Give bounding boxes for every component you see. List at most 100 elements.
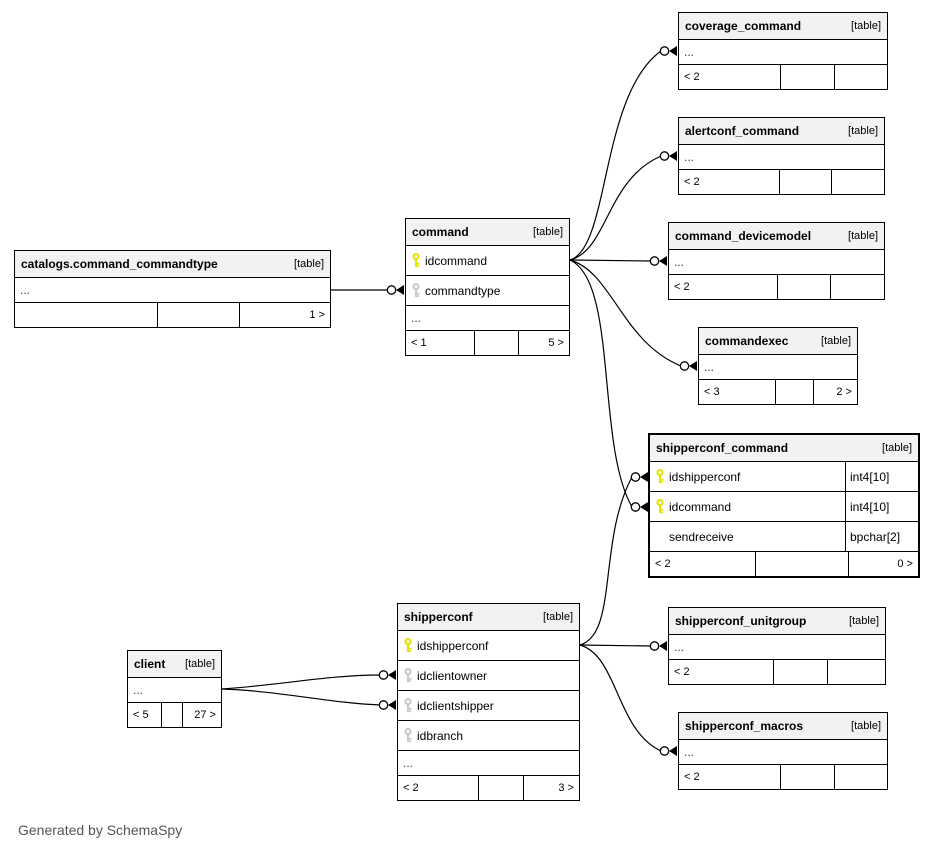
- table-footer: < 2: [669, 275, 884, 299]
- footer-children-count: [826, 660, 885, 684]
- ellipsis-label: ...: [684, 745, 695, 759]
- primary-key-icon: [656, 469, 664, 484]
- zero-or-more-circle: [386, 285, 397, 295]
- relationship-wire: [569, 259, 652, 262]
- column-row-idcommand: idcommand: [406, 246, 569, 276]
- table-header[interactable]: shipperconf [table]: [398, 604, 579, 631]
- fk-arrowhead: [396, 285, 404, 295]
- footer-spacer-cell: [772, 660, 827, 684]
- table-name: coverage_command: [685, 19, 802, 33]
- table-header[interactable]: command_devicemodel [table]: [669, 223, 884, 250]
- footer-parents-count: < 5: [133, 709, 149, 721]
- table-command_devicemodel[interactable]: command_devicemodel[table]...< 2: [668, 222, 885, 300]
- table-header[interactable]: commandexec[table]: [699, 328, 857, 355]
- table-shipperconf_macros[interactable]: shipperconf_macros[table]... < 2: [678, 712, 888, 790]
- foreign-key-icon: [404, 728, 412, 743]
- footer-spacer-cell: [780, 65, 833, 89]
- footer-parents-count: < 2: [403, 782, 419, 794]
- ellipsis-row: ...: [398, 751, 579, 776]
- column-row-idclientshipper: idclientshipper: [398, 691, 579, 721]
- relationship-wire: [579, 644, 662, 752]
- footer-parents-count: < 2: [684, 176, 700, 188]
- column-name: idcommand: [669, 499, 732, 514]
- footer-parents-count: < 2: [655, 558, 671, 570]
- footer-children-count: 3 >: [522, 776, 579, 800]
- fk-arrowhead: [659, 256, 667, 266]
- table-type-tag: [table]: [882, 442, 912, 454]
- footer-parents-count: < 2: [674, 666, 690, 678]
- table-shipperconf[interactable]: shipperconf [table] idshipperconf idcliento…: [397, 603, 580, 801]
- fk-arrowhead: [388, 670, 396, 680]
- footer-children-count: 5 >: [518, 331, 569, 355]
- footer-spacer-cell: [160, 703, 182, 727]
- table-name: shipperconf_command: [656, 441, 789, 455]
- primary-key-icon: [404, 638, 412, 653]
- footer-parents-count: < 2: [684, 771, 700, 783]
- relationship-wire: [579, 644, 652, 647]
- table-name: shipperconf: [404, 610, 473, 624]
- footer-children-count: 2 >: [812, 380, 857, 404]
- table-shipperconf_unitgroup[interactable]: shipperconf_unitgroup[table]... < 2: [668, 607, 886, 685]
- relationship-wire: [569, 50, 662, 261]
- column-name: commandtype: [425, 283, 501, 298]
- relationship-wire: [569, 155, 662, 261]
- column-row-idshipperconf: idshipperconf: [398, 631, 579, 661]
- key-icon-slot: [403, 728, 417, 743]
- table-header[interactable]: client[table]: [128, 651, 221, 678]
- zero-or-more-circle: [630, 502, 641, 512]
- table-header[interactable]: command[table]: [406, 219, 569, 246]
- footer-children-count: 27 >: [181, 703, 221, 727]
- ellipsis-label: ...: [133, 683, 144, 697]
- table-coverage_command[interactable]: coverage_command[table]...< 2: [678, 12, 888, 90]
- key-icon-slot: [411, 283, 425, 298]
- key-icon-slot: [655, 499, 669, 514]
- table-catalogs_command_commandtype[interactable]: catalogs.command_commandtype[table]...1 …: [14, 250, 331, 328]
- table-name: command_devicemodel: [675, 229, 812, 243]
- table-name: commandexec: [705, 334, 789, 348]
- zero-or-more-circle: [649, 641, 660, 651]
- footer-children-count: 0 >: [848, 552, 918, 576]
- table-type-tag: [table]: [848, 230, 878, 242]
- ellipsis-label: ...: [674, 640, 685, 654]
- zero-or-more-circle: [378, 700, 389, 710]
- table-name: alertconf_command: [685, 124, 800, 138]
- footer-parents-count: < 2: [674, 281, 690, 293]
- column-name: idcommand: [425, 253, 488, 268]
- ellipsis-row: ...: [406, 306, 569, 331]
- table-header[interactable]: shipperconf_macros[table]: [679, 713, 887, 740]
- fk-arrowhead: [669, 746, 677, 756]
- ellipsis-row: ...: [679, 145, 884, 170]
- footer-spacer-cell: [780, 765, 833, 789]
- table-header[interactable]: shipperconf_command [table]: [650, 435, 918, 462]
- relationship-wire: [579, 476, 633, 646]
- column-row-idbranch: idbranch: [398, 721, 579, 751]
- table-type-tag: [table]: [543, 611, 573, 623]
- column-type: int4[10]: [845, 492, 913, 521]
- fk-arrowhead: [689, 361, 697, 371]
- column-name: idclientowner: [417, 668, 488, 683]
- zero-or-more-circle: [659, 46, 670, 56]
- column-row-idclientowner: idclientowner: [398, 661, 579, 691]
- relationship-wire: [569, 259, 682, 367]
- table-name: shipperconf_macros: [685, 719, 804, 733]
- table-name: catalogs.command_commandtype: [21, 257, 218, 271]
- table-alertconf_command[interactable]: alertconf_command[table]... < 2: [678, 117, 885, 195]
- table-header[interactable]: shipperconf_unitgroup[table]: [669, 608, 885, 635]
- column-name: idshipperconf: [417, 638, 489, 653]
- key-icon-slot: [411, 253, 425, 268]
- column-row-idcommand: idcommand int4[10]: [650, 492, 918, 522]
- table-header[interactable]: alertconf_command[table]: [679, 118, 884, 145]
- fk-arrowhead: [659, 641, 667, 651]
- table-client[interactable]: client[table]... < 5 27 >: [127, 650, 222, 728]
- relationship-wire: [221, 674, 381, 690]
- table-header[interactable]: coverage_command [table]: [679, 13, 887, 40]
- table-header[interactable]: catalogs.command_commandtype[table]: [15, 251, 330, 278]
- table-type-tag: [table]: [851, 20, 881, 32]
- fk-arrowhead: [640, 472, 648, 482]
